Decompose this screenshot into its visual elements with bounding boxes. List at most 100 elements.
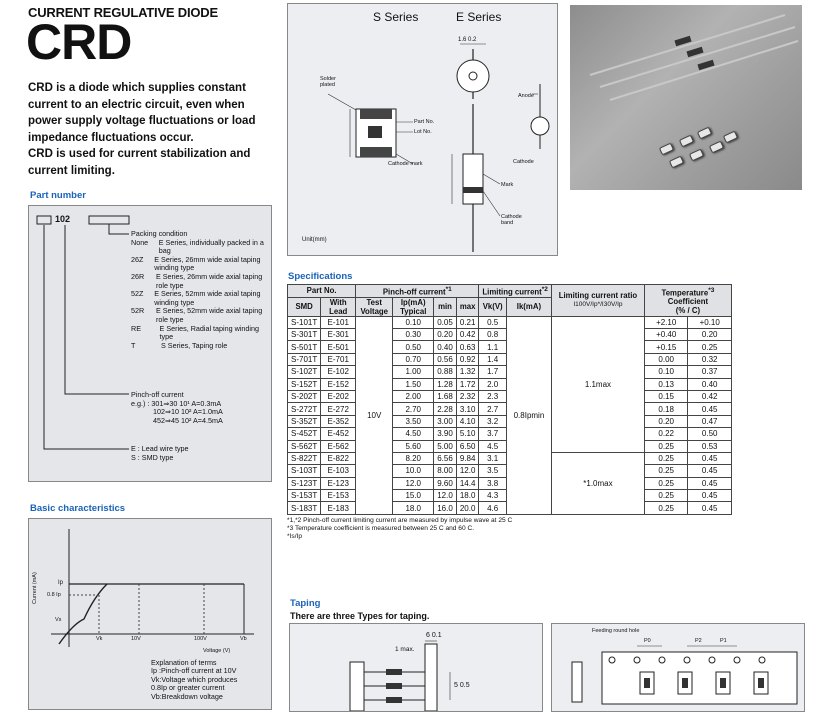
cell-temp-min: 0.13 <box>643 377 689 391</box>
pinch-title: Pinch-off current <box>131 390 184 399</box>
page-title: CRD <box>26 14 132 70</box>
cell-smd: S-562T <box>286 439 322 453</box>
tick-vb: Vb <box>240 636 247 642</box>
cell-temp-max: 0.45 <box>687 451 732 466</box>
cell-temp-max: 0.47 <box>687 414 732 429</box>
cell-temp-max: 0.53 <box>687 439 732 453</box>
cell-max: 4.10 <box>455 414 480 429</box>
packing-code: 26R <box>131 271 145 281</box>
th-pinch: Pinch-off current*1 <box>355 284 480 298</box>
cell-min: 0.40 <box>433 340 457 354</box>
cell-temp-min: 0.25 <box>643 451 689 466</box>
cell-max: 14.4 <box>455 476 480 491</box>
cell-temp-min: 0.22 <box>643 427 689 441</box>
tick-10v: 10V <box>131 636 141 642</box>
series-smd: S : SMD type <box>131 452 174 462</box>
packing-title: Packing condition <box>131 229 188 238</box>
th-pinch-sup: *1 <box>445 286 452 293</box>
cell-vk: 3.2 <box>478 414 507 429</box>
cell-lead: E-701 <box>320 352 357 367</box>
cell-vk: 2.0 <box>478 377 507 391</box>
packing-desc: E Series, individually packed in a bag <box>158 237 264 256</box>
cell-ip: 18.0 <box>392 501 435 515</box>
cell-lead: E-562 <box>320 439 357 453</box>
th-limiting-sup: *2 <box>541 286 548 293</box>
cell-min: 0.88 <box>433 365 457 379</box>
cell-temp-min: +0.40 <box>643 327 689 342</box>
cell-max: 0.63 <box>455 340 480 354</box>
smd-taping-drawing <box>571 645 798 705</box>
product-photo <box>570 5 802 190</box>
cell-smd: S-501T <box>286 340 322 354</box>
cell-temp-min: 0.25 <box>643 501 689 515</box>
cell-smd: S-452T <box>286 427 322 441</box>
packing-desc: E Series, Radial taping winding type <box>159 323 260 342</box>
cell-temp-min: 0.25 <box>643 489 689 503</box>
cell-max: 1.72 <box>455 377 480 391</box>
cell-min: 1.28 <box>433 377 457 391</box>
cell-min: 5.00 <box>433 439 457 453</box>
pinch-example: 102⇒10 10² A=1.0mA <box>153 407 223 417</box>
cell-min: 0.56 <box>433 352 457 367</box>
intro-line: current to an electric circuit, even whe… <box>28 98 245 111</box>
cathode-mark-label: Cathode mark <box>388 161 423 167</box>
part-no-label: Part No. <box>414 119 435 125</box>
cell-temp-max: 0.40 <box>687 377 732 391</box>
th-vk: Vk(V) <box>478 296 507 317</box>
mark-label: Mark <box>501 182 514 188</box>
cell-temp-max: 0.42 <box>687 389 732 404</box>
taping-heading: Taping <box>290 598 321 609</box>
cell-max: 12.0 <box>455 464 480 478</box>
cell-ip: 0.50 <box>392 340 435 354</box>
cell-temp-max: 0.32 <box>687 352 732 367</box>
cell-min: 0.20 <box>433 327 457 342</box>
cell-lead: E-101 <box>320 315 357 330</box>
cell-temp-min: 0.25 <box>643 464 689 478</box>
cell-min: 8.00 <box>433 464 457 478</box>
cell-temp-max: 0.50 <box>687 427 732 441</box>
solder-label: Solder plated <box>320 76 336 88</box>
cell-min: 6.56 <box>433 451 457 466</box>
cell-temp-min: 0.25 <box>643 439 689 453</box>
th-ip: Ip(mA) Typical <box>392 296 435 317</box>
packing-desc: S Series, Taping role <box>161 340 228 350</box>
tape-pitch: 5 <box>454 682 458 689</box>
packing-desc: E Series, 26mm wide axial taping role ty… <box>155 271 263 290</box>
subtitle: CURRENT REGULATIVE DIODE <box>28 5 218 20</box>
lot-no-label: Lot No. <box>414 129 432 135</box>
basic-characteristics-heading: Basic characteristics <box>30 503 126 514</box>
smd-taping-diagram: Feeding round hole P0 P2 P1 <box>551 623 805 712</box>
basic-characteristics-box: Current (mA) Ip 0.8 Ip Vs Vk 10V 100V Vb… <box>28 518 272 710</box>
cell-ip: 0.10 <box>392 315 435 330</box>
cell-vk: 0.8 <box>478 327 507 342</box>
explanation-line: Vk:Voltage which produces <box>151 674 238 684</box>
th-temp-text: Temperature <box>661 288 709 298</box>
th-smd: SMD <box>286 296 322 317</box>
packing-code: 52Z <box>131 289 144 299</box>
cell-min: 3.90 <box>433 427 457 441</box>
tick-100v: 100V <box>194 636 207 642</box>
series-lead: E : Lead wire type <box>131 444 189 453</box>
outline-diagram <box>327 43 550 252</box>
cell-smd: S-102T <box>286 365 322 379</box>
cell-temp-min: +0.15 <box>643 340 689 354</box>
cell-ip: 2.00 <box>392 389 435 404</box>
cell-ik: 0.8Ipmin <box>505 315 552 515</box>
packing-desc: E Series, 26mm wide axial taping winding… <box>154 254 261 273</box>
cell-temp-max: 0.20 <box>687 327 732 342</box>
cell-max: 6.50 <box>455 439 480 453</box>
cell-lead: E-102 <box>320 365 357 379</box>
tick-vk: Vk <box>96 636 103 642</box>
x-axis-label: Voltage (V) <box>203 648 231 654</box>
intro-line: impedance fluctuations occur. <box>28 131 194 144</box>
cell-temp-max: 0.45 <box>687 501 732 515</box>
cell-smd: S-101T <box>286 315 322 330</box>
anode-label: Anode <box>518 93 534 99</box>
